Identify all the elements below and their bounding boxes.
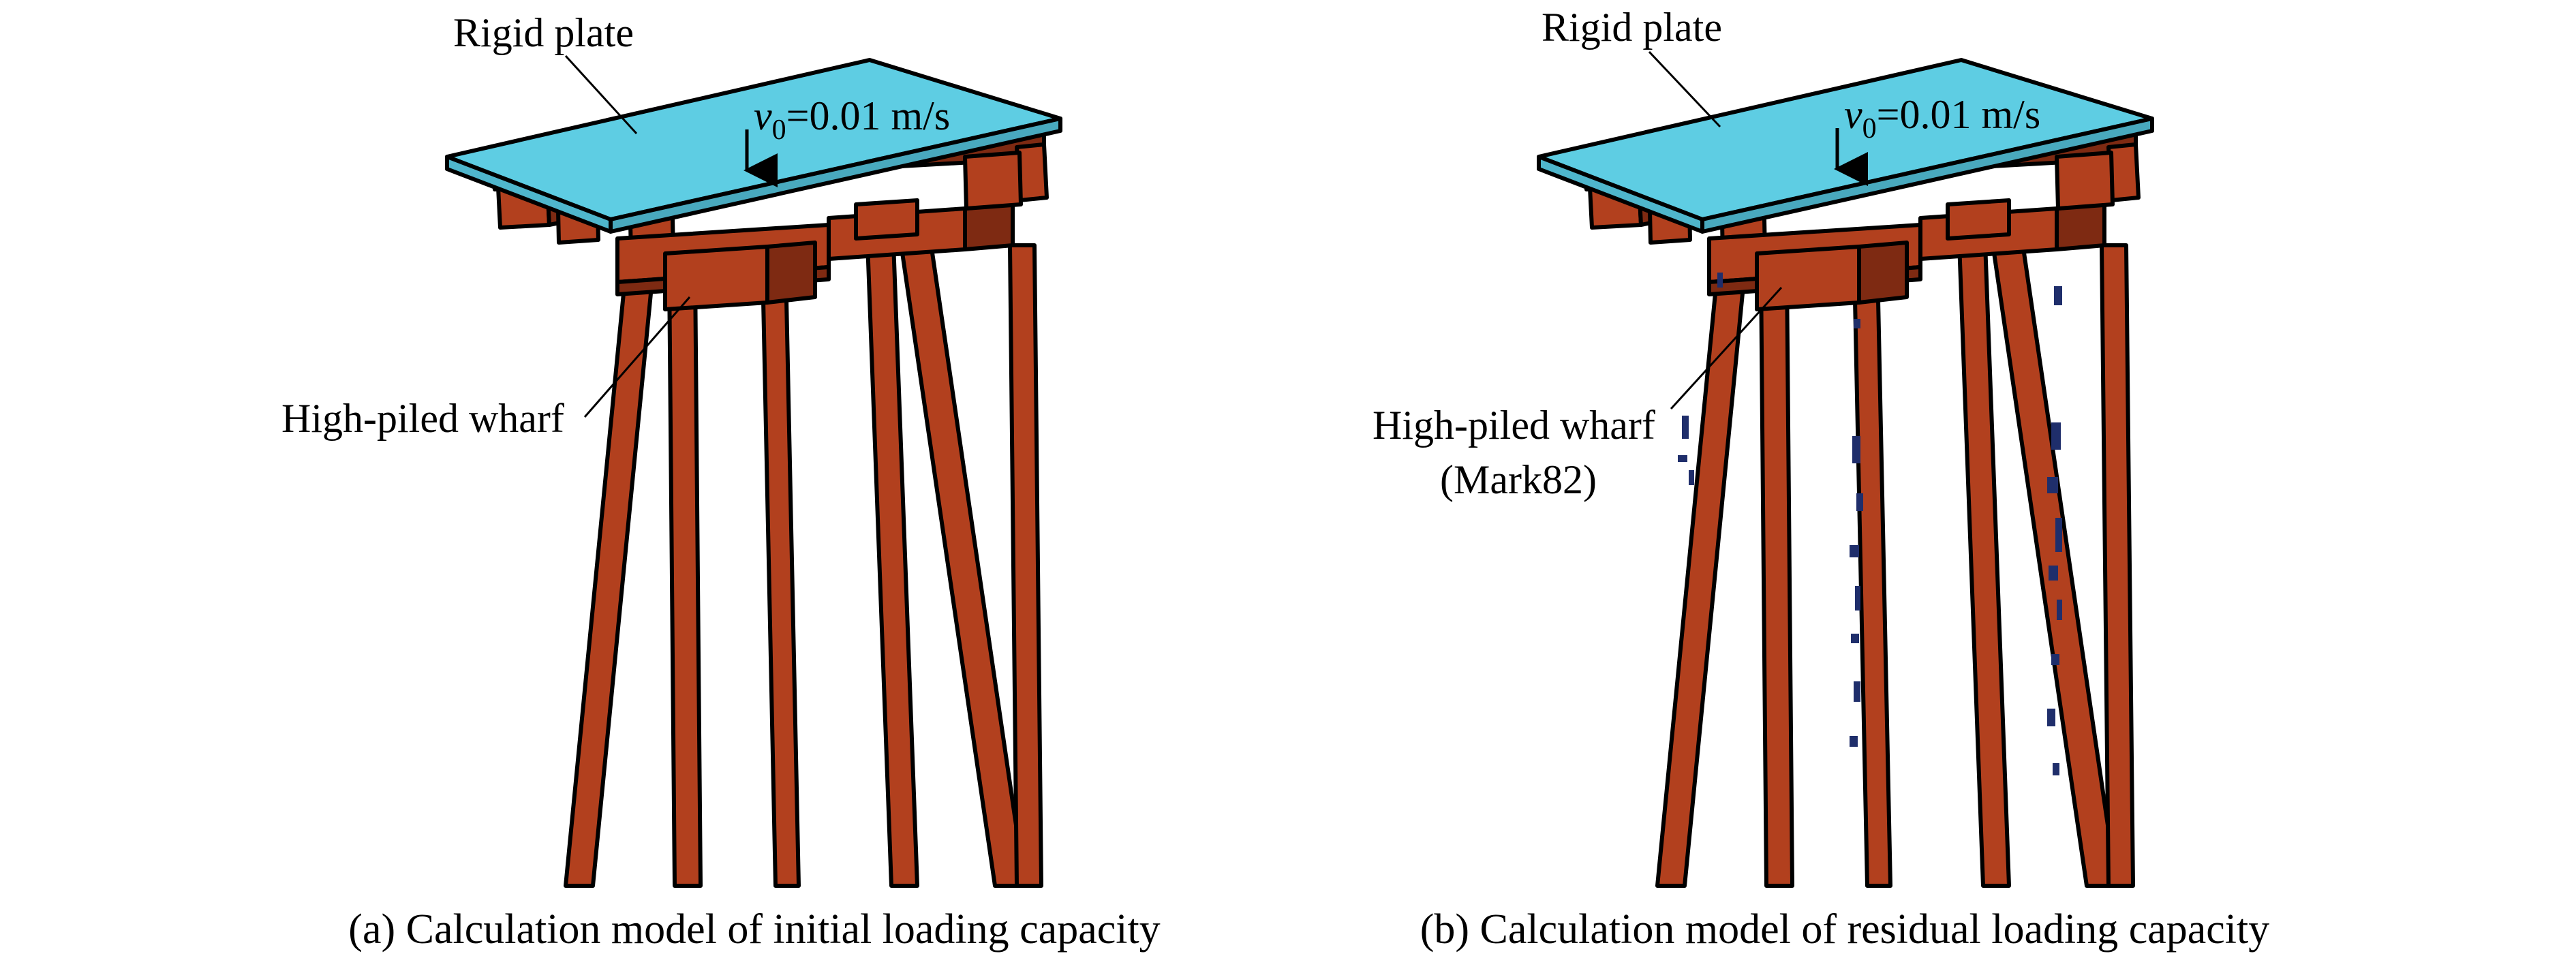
velocity-subscript: 0	[1862, 113, 1877, 144]
damage-marks	[1678, 273, 2062, 775]
panel-a: Rigid plate v0=0.01 m/s High-piled wharf…	[281, 10, 1161, 953]
wharf-sublabel: (Mark82)	[1440, 457, 1597, 502]
wharf-leader-line	[1670, 286, 1783, 410]
velocity-subscript: 0	[772, 114, 786, 146]
plate-leader-line	[564, 55, 638, 135]
rigid-plate-label: Rigid plate	[1542, 5, 1722, 50]
caption-b: (b) Calculation model of residual loadin…	[1420, 906, 2269, 953]
rigid-plate-label: Rigid plate	[453, 10, 634, 55]
wharf-label: High-piled wharf	[1373, 403, 1655, 448]
velocity-symbol: v	[754, 93, 772, 138]
velocity-symbol: v	[1844, 92, 1862, 137]
plate-leader-line	[1648, 50, 1721, 128]
panel-b: Rigid plate v0=0.01 m/s High-piled wharf…	[1373, 5, 2269, 953]
wharf-model-a	[447, 60, 1060, 886]
velocity-value: =0.01 m/s	[1877, 92, 2041, 137]
wharf-model-b	[1539, 60, 2152, 886]
wharf-label: High-piled wharf	[281, 396, 564, 441]
velocity-label: v0=0.01 m/s	[1844, 92, 2040, 144]
velocity-label: v0=0.01 m/s	[754, 93, 950, 146]
caption-a: (a) Calculation model of initial loading…	[348, 906, 1160, 953]
wharf-leader-line	[583, 296, 691, 418]
velocity-value: =0.01 m/s	[786, 93, 951, 138]
